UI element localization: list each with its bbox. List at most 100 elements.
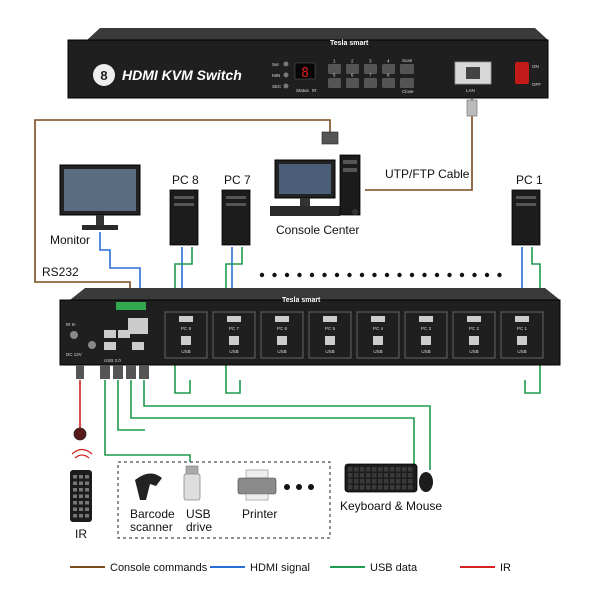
- legend-label-4: IR: [500, 562, 511, 574]
- port-button-8[interactable]: [382, 78, 395, 88]
- pc-usb-label-7: USB: [469, 349, 478, 354]
- port-button-1[interactable]: [328, 64, 341, 74]
- more-dot-2: [296, 484, 302, 490]
- utp-cable-label: UTP/FTP Cable: [385, 167, 470, 181]
- keyboard-key: [378, 467, 383, 472]
- pc-hdmi-port-3[interactable]: [275, 316, 289, 322]
- remote-key: [79, 501, 83, 505]
- dot-9: [359, 272, 365, 278]
- top-kvm-switch: 8 HDMI KVM Switch Tesla smart Set MIN SE…: [67, 28, 549, 99]
- pc-usb-port-1[interactable]: [181, 336, 191, 345]
- keyboard-key: [378, 485, 383, 490]
- keyboard-key: [354, 479, 359, 484]
- dot-17: [459, 272, 465, 278]
- pc-hdmi-port-1[interactable]: [179, 316, 193, 322]
- close-button[interactable]: [400, 78, 414, 88]
- remote-key: [85, 494, 89, 498]
- remote-key: [79, 475, 83, 479]
- port-number-7: 7: [369, 73, 372, 78]
- pc-hdmi-port-7[interactable]: [467, 316, 481, 322]
- keyboard-key: [360, 473, 365, 478]
- remote-key: [73, 494, 77, 498]
- usb-cable-mouse: [143, 380, 431, 470]
- pc-usb-label-4: USB: [325, 349, 334, 354]
- utp-cable: [365, 98, 473, 191]
- remote-key: [85, 501, 89, 505]
- pc7-label: PC 7: [224, 173, 251, 187]
- dot-2: [272, 272, 277, 278]
- port-number-2: 2: [351, 59, 354, 64]
- rs232-terminal[interactable]: [116, 302, 146, 310]
- port-button-3[interactable]: [364, 64, 377, 74]
- pc-usb-port-6[interactable]: [421, 336, 431, 345]
- usb-port-2[interactable]: [118, 330, 130, 338]
- pc-hdmi-port-4[interactable]: [323, 316, 337, 322]
- pc-hdmi-port-2[interactable]: [227, 316, 241, 322]
- usb-plug-4: [139, 365, 149, 379]
- port-button-4[interactable]: [382, 64, 395, 74]
- keyboard-key: [378, 473, 383, 478]
- ir-plug: [76, 365, 84, 379]
- keyboard-key: [396, 467, 401, 472]
- pc-usb-port-8[interactable]: [517, 336, 527, 345]
- usb-port-3[interactable]: [104, 342, 116, 350]
- port-button-6[interactable]: [346, 78, 359, 88]
- pc-hdmi-port-8[interactable]: [515, 316, 529, 322]
- dc-jack[interactable]: [88, 341, 96, 349]
- pc-usb-port-3[interactable]: [277, 336, 287, 345]
- keyboard-key: [354, 467, 359, 472]
- remote-key: [79, 514, 83, 518]
- dot-13: [409, 272, 415, 278]
- pc-hdmi-port-5[interactable]: [371, 316, 385, 322]
- usb-port-1[interactable]: [104, 330, 116, 338]
- ir-window-label: IR: [312, 88, 317, 93]
- dot-16: [447, 272, 452, 278]
- off-label: OFF: [532, 82, 541, 87]
- dot-3: [284, 272, 290, 278]
- pc-usb-port-4[interactable]: [325, 336, 335, 345]
- output-hdmi-port[interactable]: [128, 318, 148, 334]
- port-button-5[interactable]: [328, 78, 341, 88]
- keyboard-key: [372, 473, 377, 478]
- scan-button[interactable]: [400, 64, 414, 74]
- keyboard-key: [402, 479, 407, 484]
- sec-button[interactable]: [283, 83, 289, 89]
- lan-port[interactable]: [466, 67, 480, 79]
- remote-key: [73, 481, 77, 485]
- port-button-7[interactable]: [364, 78, 377, 88]
- more-dot-3: [308, 484, 314, 490]
- pc-port-label-5: PC 4: [373, 326, 384, 331]
- pc-port-frame-8: [500, 311, 544, 359]
- pc-usb-port-2[interactable]: [229, 336, 239, 345]
- ir-in-label: IR In: [66, 322, 76, 327]
- keyboard-key: [408, 479, 413, 484]
- usb-drive-label-line1: USB: [186, 507, 211, 521]
- pc-port-label-6: PC 3: [421, 326, 432, 331]
- keyboard-key: [402, 467, 407, 472]
- power-switch[interactable]: [515, 62, 529, 84]
- keyboard-key: [396, 485, 401, 490]
- usb-plug-2: [113, 365, 123, 379]
- keyboard-key: [372, 479, 377, 484]
- pc-port-frame-3: [260, 311, 304, 359]
- min-button[interactable]: [283, 72, 289, 78]
- pc-usb-port-7[interactable]: [469, 336, 479, 345]
- keyboard-key: [366, 473, 371, 478]
- pc-usb-label-2: USB: [229, 349, 238, 354]
- usb-port-4[interactable]: [132, 342, 144, 350]
- badge-number: 8: [100, 68, 107, 83]
- pc-port-frame-2: [212, 311, 256, 359]
- ir-in-jack[interactable]: [70, 331, 78, 339]
- rs232-label: RS232: [42, 265, 79, 279]
- pc-usb-port-5[interactable]: [373, 336, 383, 345]
- console-keyboard: [270, 206, 340, 216]
- pc-hdmi-port-6[interactable]: [419, 316, 433, 322]
- close-label: Close: [402, 89, 414, 94]
- keyboard-icon: [344, 463, 418, 493]
- keyboard-key: [384, 467, 389, 472]
- set-button[interactable]: [283, 61, 289, 67]
- keyboard-key: [390, 485, 395, 490]
- remote-key: [85, 488, 89, 492]
- port-button-2[interactable]: [346, 64, 359, 74]
